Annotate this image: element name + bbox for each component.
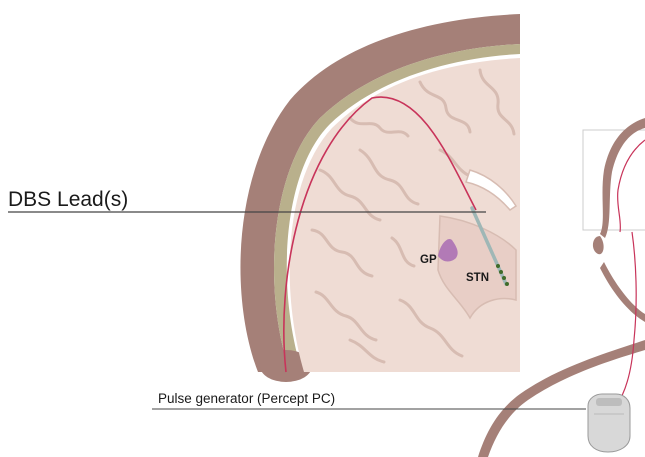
pulse-generator-label: Pulse generator (Percept PC) <box>158 391 335 406</box>
implanted-pulse-generator-icon <box>588 394 630 452</box>
dbs-lead-label: DBS Lead(s) <box>8 188 128 212</box>
gp-label: GP <box>420 254 437 266</box>
stn-label: STN <box>466 272 489 284</box>
